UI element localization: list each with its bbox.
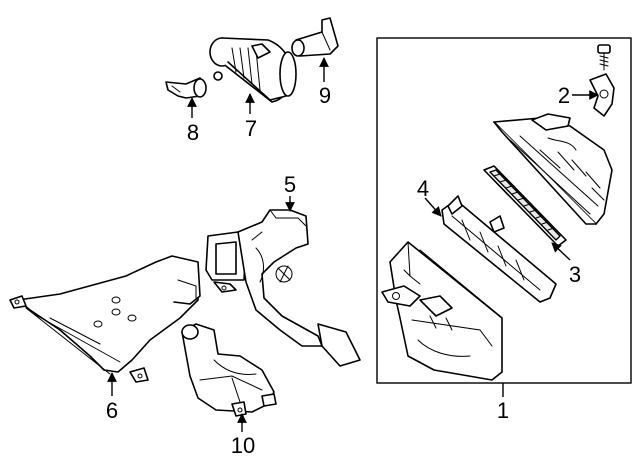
part-8-sensor	[165, 77, 207, 99]
part-4-frame	[441, 195, 557, 303]
callout-9: 9	[319, 83, 331, 108]
part-10-resonator	[181, 323, 277, 417]
leader-lines	[107, 57, 599, 432]
callout-7: 7	[245, 116, 257, 141]
callout-10: 10	[231, 433, 255, 458]
part-7-airflow-tube	[209, 37, 297, 103]
part-1-housing-cover	[493, 113, 613, 225]
part-1-housing-lower	[381, 241, 503, 381]
callout-4: 4	[417, 176, 429, 201]
assembly-frame	[376, 37, 632, 384]
callout-1: 1	[497, 398, 509, 423]
callout-3: 3	[569, 262, 581, 287]
callout-6: 6	[106, 398, 118, 423]
part-3-filter-element	[483, 165, 567, 247]
part-2-bolt-bracket	[589, 44, 615, 117]
callout-2: 2	[558, 83, 570, 108]
callout-5: 5	[284, 172, 296, 197]
callout-8: 8	[187, 120, 199, 145]
part-6-lower-duct	[9, 255, 201, 383]
part-9-hose	[291, 17, 339, 57]
part-5-intake-duct	[205, 209, 361, 367]
